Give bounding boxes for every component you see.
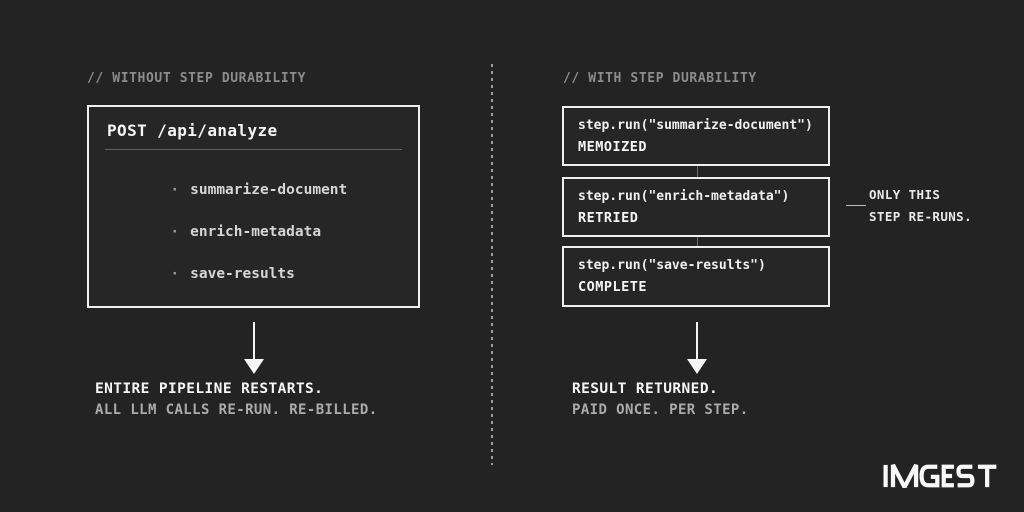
right-caption-primary: RESULT RETURNED. xyxy=(572,381,719,397)
pipeline-item-label: enrich-metadata xyxy=(190,223,322,240)
pipeline-item-label: summarize-document xyxy=(190,181,348,198)
pipeline-item: · save-results xyxy=(118,252,295,296)
pipeline-box: POST /api/analyze · summarize-document · e… xyxy=(87,105,420,308)
bullet-icon: · xyxy=(170,223,180,240)
step-connector xyxy=(697,166,698,177)
right-section-header: // WITH STEP DURABILITY xyxy=(563,71,757,86)
step-box: step.run("enrich-metadata") RETRIED xyxy=(562,177,830,237)
step-code: step.run("save-results") xyxy=(578,258,766,273)
pipeline-item-label: save-results xyxy=(190,265,295,282)
step-status: COMPLETE xyxy=(578,279,648,295)
section-divider xyxy=(491,64,493,465)
pipeline-item: · summarize-document xyxy=(118,168,347,212)
step-code: step.run("summarize-document") xyxy=(578,118,813,133)
down-arrow-icon xyxy=(244,322,264,374)
pipeline-title-divider xyxy=(105,149,402,150)
bullet-icon: · xyxy=(170,181,180,198)
annotation-line2: STEP RE-RUNS. xyxy=(869,209,973,224)
right-caption-secondary: PAID ONCE. PER STEP. xyxy=(572,402,749,418)
step-connector xyxy=(697,237,698,246)
down-arrow-icon xyxy=(687,322,707,374)
step-code: step.run("enrich-metadata") xyxy=(578,189,790,204)
bullet-icon: · xyxy=(170,265,180,282)
annotation-line1: ONLY THIS xyxy=(869,187,941,202)
inngest-logo: INNGEST xyxy=(881,463,1001,492)
left-caption-secondary: ALL LLM CALLS RE-RUN. RE-BILLED. xyxy=(95,402,378,418)
pipeline-item: · enrich-metadata xyxy=(118,210,321,254)
step-box: step.run("summarize-document") MEMOIZED xyxy=(562,106,830,166)
pipeline-title: POST /api/analyze xyxy=(107,121,278,140)
step-status: MEMOIZED xyxy=(578,139,648,155)
annotation-tick xyxy=(846,205,866,206)
inngest-wordmark-icon xyxy=(883,463,997,492)
step-status: RETRIED xyxy=(578,210,639,226)
left-section-header: // WITHOUT STEP DURABILITY xyxy=(87,71,307,86)
step-box: step.run("save-results") COMPLETE xyxy=(562,246,830,307)
left-caption-primary: ENTIRE PIPELINE RESTARTS. xyxy=(95,381,324,397)
